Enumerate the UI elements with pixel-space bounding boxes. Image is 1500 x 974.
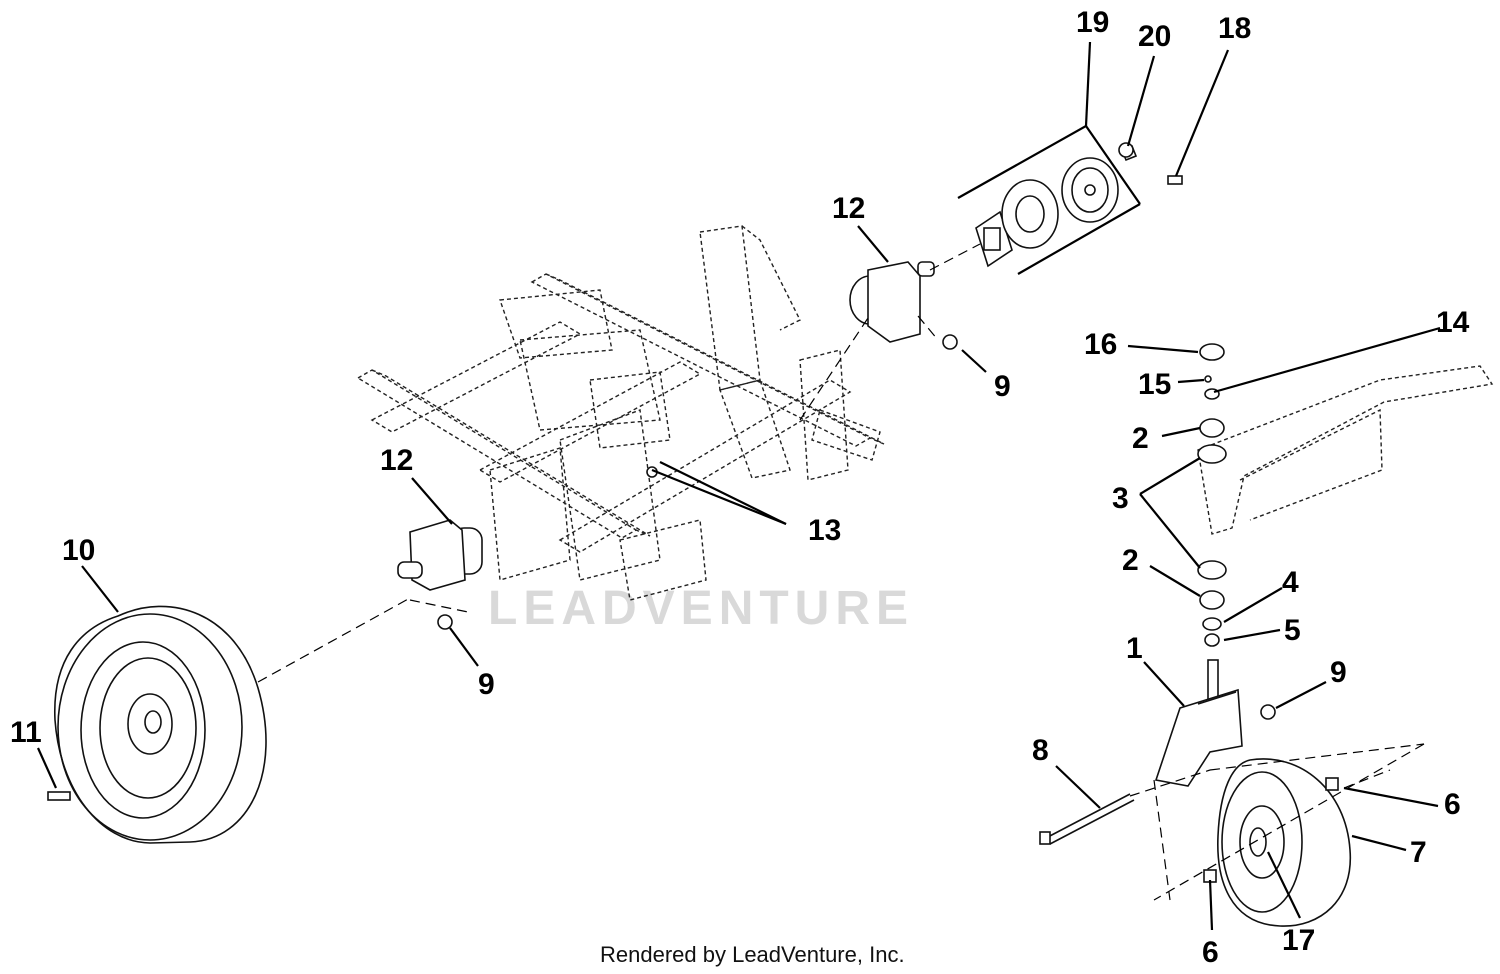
callout-9-top: 9 xyxy=(994,370,1011,403)
axle-bolt xyxy=(1039,793,1135,845)
callout-11: 11 xyxy=(10,716,42,749)
callout-labels: 19 20 18 12 9 12 13 10 9 11 16 14 15 2 3… xyxy=(10,6,1470,969)
small-hardware xyxy=(47,175,1339,883)
pulley-assembly xyxy=(975,142,1138,268)
wheel-motor-right xyxy=(849,261,935,343)
callout-16: 16 xyxy=(1084,328,1117,361)
wheel-motor-left xyxy=(397,519,483,591)
watermark-text: LEADVENTURE xyxy=(488,582,914,635)
rear-wheel xyxy=(54,605,267,844)
leader-lines xyxy=(36,41,1441,931)
callout-20: 20 xyxy=(1138,20,1171,53)
callout-9-mid: 9 xyxy=(478,668,495,701)
assembly-bracket xyxy=(957,125,1141,275)
callout-18: 18 xyxy=(1218,12,1251,45)
caster-fork-arm xyxy=(1197,365,1494,535)
footer-credit: Rendered by LeadVenture, Inc. xyxy=(600,942,905,967)
explode-lines xyxy=(257,243,1425,901)
callout-15: 15 xyxy=(1138,368,1171,401)
caster-bearing-stack xyxy=(1197,343,1227,701)
callout-5: 5 xyxy=(1284,614,1301,647)
callout-14: 14 xyxy=(1436,306,1470,339)
callout-19: 19 xyxy=(1076,6,1109,39)
callout-6-bottom: 6 xyxy=(1202,936,1219,969)
chassis-frame xyxy=(356,225,885,601)
callout-13: 13 xyxy=(808,514,841,547)
callout-12-left: 12 xyxy=(380,444,413,477)
caster-fork xyxy=(1154,688,1243,787)
callout-12-right: 12 xyxy=(832,192,865,225)
callout-4: 4 xyxy=(1282,566,1299,599)
callout-7: 7 xyxy=(1410,836,1427,869)
callout-2-bottom: 2 xyxy=(1122,544,1139,577)
callout-9-right: 9 xyxy=(1330,656,1347,689)
callout-10: 10 xyxy=(62,534,95,567)
callout-17: 17 xyxy=(1282,924,1315,957)
callout-2-top: 2 xyxy=(1132,422,1149,455)
callout-6-right: 6 xyxy=(1444,788,1461,821)
callout-1: 1 xyxy=(1126,632,1143,665)
callout-8: 8 xyxy=(1032,734,1049,767)
callout-3: 3 xyxy=(1112,482,1129,515)
